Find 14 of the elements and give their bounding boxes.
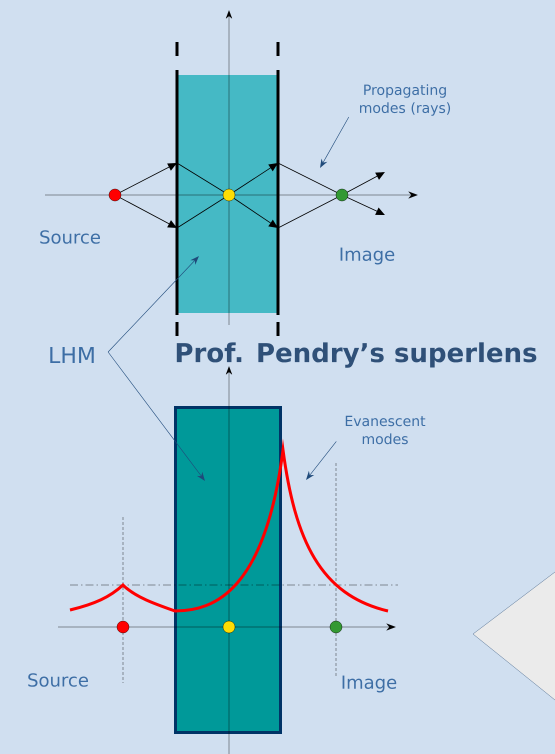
pointer-arrow (320, 116, 350, 168)
annotation-text: Propagating modes (rays) (360, 84, 450, 116)
lens-slab (177, 75, 278, 313)
lens-slab (174, 406, 282, 734)
lens-caption: Prof. Pendry’s superlens (176, 342, 536, 368)
pointer-arrow (306, 441, 337, 480)
point-label: Image (340, 248, 394, 264)
point-label: Image (342, 676, 396, 692)
leader-line (108, 256, 199, 352)
point-label: Source (40, 230, 100, 244)
point-label: Source (28, 673, 88, 687)
lhm-label: LHM (50, 346, 94, 364)
leader-line (108, 352, 205, 481)
annotation-text: Evanescent modes (346, 416, 426, 444)
